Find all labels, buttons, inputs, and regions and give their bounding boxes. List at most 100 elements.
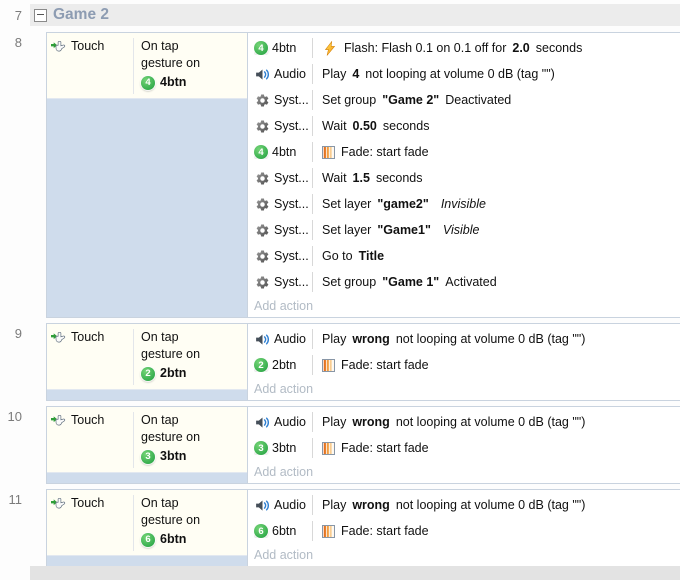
action-object-name: Audio [274, 415, 306, 429]
action-separator [312, 220, 313, 240]
action-text-part: "Game 1" [382, 275, 440, 289]
condition-divider [133, 38, 134, 94]
action-text-part: Activated [445, 275, 497, 289]
action-text-part: Set layer [322, 197, 372, 211]
condition-text-line: On tap [141, 413, 179, 427]
action-text-part: "Game 2" [382, 93, 440, 107]
fade-icon [322, 145, 335, 159]
add-action-link[interactable]: Add action [254, 548, 314, 562]
action-text-part: seconds [535, 41, 583, 55]
collapse-icon[interactable] [34, 8, 47, 22]
action-row[interactable]: Syst...Wait 0.50 seconds [254, 113, 680, 139]
action-text-part: Invisible [440, 197, 486, 211]
action-text-part: 2.0 [512, 41, 530, 55]
action-object-name: 6btn [272, 524, 297, 538]
object-badge-icon: 2 [141, 366, 155, 381]
event-number[interactable]: 11 [8, 492, 23, 507]
action-row[interactable]: Syst...Set layer "game2" Invisible [254, 191, 680, 217]
event-number[interactable]: 10 [7, 409, 22, 424]
action-object: Syst... [254, 223, 312, 238]
gear-icon [254, 197, 270, 212]
action-text-part: not looping at volume 0 dB (tag "") [365, 67, 555, 81]
action-text-part: not looping at volume 0 dB (tag "") [395, 332, 586, 346]
add-action-link[interactable]: Add action [254, 382, 314, 396]
action-text: Fade: start fade [322, 145, 429, 159]
touch-icon [51, 330, 67, 345]
add-action-link[interactable]: Add action [254, 299, 314, 313]
object-badge-icon: 4 [254, 145, 268, 159]
audio-icon [254, 332, 270, 347]
action-separator [312, 90, 313, 110]
condition-object: Touch [51, 412, 133, 472]
group-event-number[interactable]: 7 [14, 8, 22, 23]
action-object-name: 2btn [272, 358, 297, 372]
gear-icon [254, 249, 270, 264]
condition-target-name: 2btn [160, 366, 187, 380]
action-text-part: Wait [322, 119, 347, 133]
action-text-part: seconds [375, 171, 423, 185]
condition-filler [47, 390, 247, 400]
action-separator [312, 521, 313, 541]
condition-text-line: gesture on [141, 347, 201, 361]
condition-text-line: On tap [141, 39, 179, 53]
action-text-part: Set group [322, 93, 377, 107]
action-text-part: Wait [322, 171, 347, 185]
action-object: Audio [254, 498, 312, 513]
group-header[interactable]: Game 2 [30, 4, 680, 26]
action-text-part: wrong [352, 498, 390, 512]
action-separator [312, 329, 313, 349]
action-object: Syst... [254, 93, 312, 108]
object-badge-icon: 4 [141, 75, 155, 90]
action-object-name: Syst... [274, 223, 309, 237]
event-number[interactable]: 9 [14, 326, 22, 341]
action-text: Wait 0.50 seconds [322, 119, 429, 133]
action-object-name: Syst... [274, 197, 309, 211]
event-number[interactable]: 8 [14, 35, 22, 50]
action-object-name: 4btn [272, 145, 297, 159]
add-action-link[interactable]: Add action [254, 465, 314, 479]
object-badge-icon: 3 [141, 449, 155, 464]
action-row[interactable]: Syst...Wait 1.5 seconds [254, 165, 680, 191]
condition-filler [47, 473, 247, 483]
action-row[interactable]: Syst...Set group "Game 2" Deactivated [254, 87, 680, 113]
condition-text-line: gesture on [141, 430, 201, 444]
action-row[interactable]: Syst...Go to Title [254, 243, 680, 269]
condition-target-name: 6btn [160, 532, 187, 546]
action-text-part: Play [322, 67, 347, 81]
action-object: Audio [254, 67, 312, 82]
action-separator [312, 116, 313, 136]
action-row[interactable]: Syst...Set layer "Game1" Visible [254, 217, 680, 243]
action-separator [312, 438, 313, 458]
group-footer [30, 566, 680, 580]
action-row[interactable]: Syst...Set group "Game 1" Activated [254, 269, 680, 295]
action-object: Syst... [254, 275, 312, 290]
condition-object-name: Touch [71, 496, 105, 510]
gear-icon [254, 119, 270, 134]
condition-filler [47, 556, 247, 566]
action-row[interactable]: 4 4btn Fade: start fade [254, 139, 680, 165]
